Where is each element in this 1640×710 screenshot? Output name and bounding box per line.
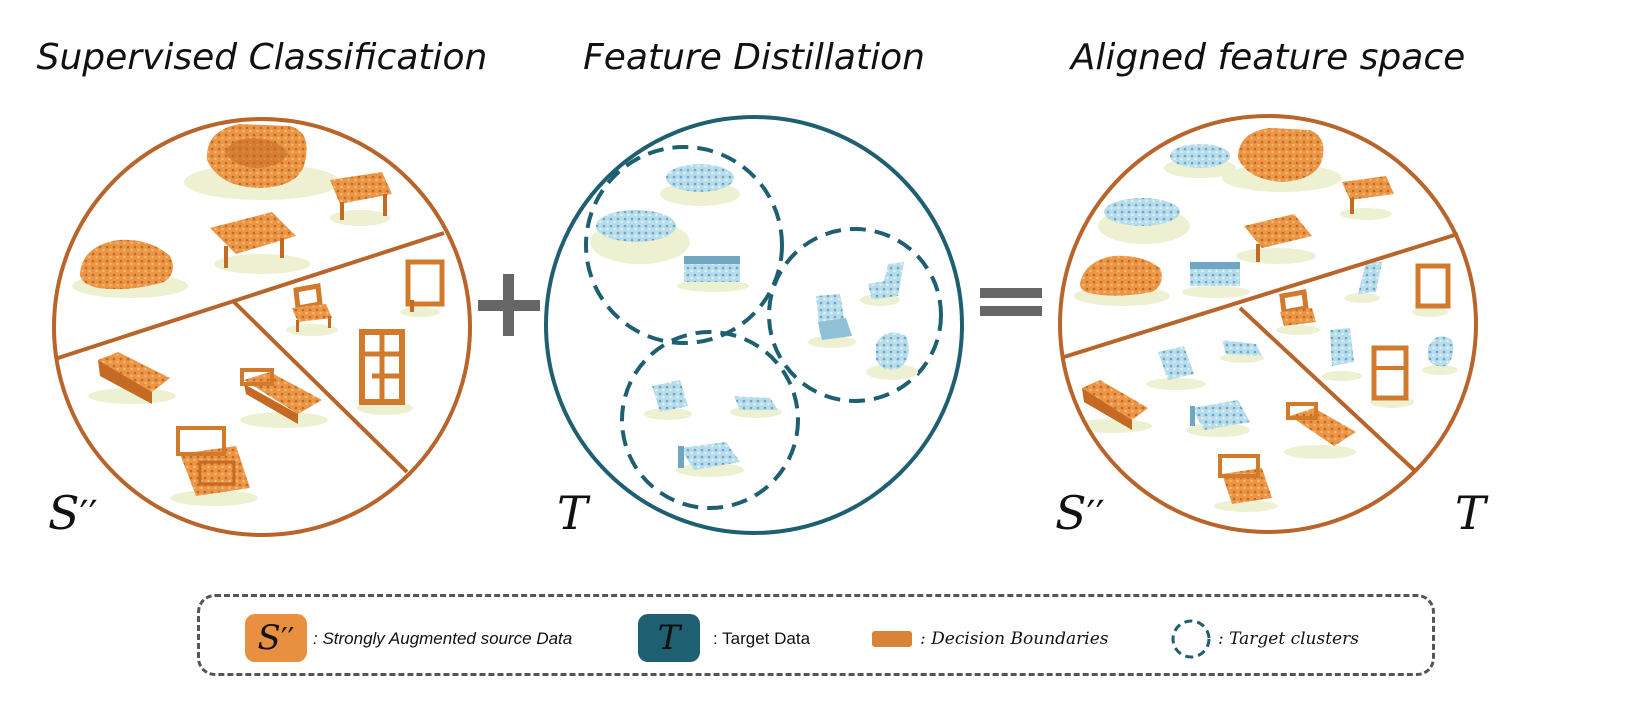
target-cluster: [620, 330, 800, 510]
legend-boundary-swatch: [872, 631, 912, 647]
legend: [197, 594, 1435, 676]
bed-pointcloud-icon: [1182, 262, 1250, 298]
aligned-panel: [1058, 114, 1478, 534]
bed-pointcloud-icon: [1186, 400, 1250, 437]
bed-pointcloud-icon: [1284, 402, 1356, 459]
source-symbol: S′′: [48, 486, 98, 540]
bed-pointcloud-icon: [88, 352, 176, 404]
decision-boundary: [1238, 306, 1416, 472]
target-symbol: T: [557, 486, 588, 540]
sofa-pointcloud-icon: [1222, 128, 1342, 192]
target-panel: [544, 115, 964, 535]
bed-pointcloud-icon: [1220, 340, 1264, 363]
legend-source-swatch: S′′: [245, 614, 307, 662]
title-aligned-feature-space: Aligned feature space: [1070, 37, 1466, 78]
bed-pointcloud-icon: [1214, 454, 1278, 512]
chair-pointcloud-icon: [1322, 328, 1362, 381]
table-pointcloud-icon: [1164, 144, 1236, 178]
decision-boundary: [231, 299, 409, 474]
decision-boundary: [57, 231, 445, 360]
table-pointcloud-icon: [210, 212, 310, 274]
target-cluster: [767, 227, 943, 403]
chair-pointcloud-icon: [1344, 262, 1382, 303]
source-symbol: S′′: [1055, 486, 1105, 540]
source-feature-space-circle: [52, 117, 472, 537]
bed-pointcloud-icon: [1146, 346, 1206, 390]
chair-pointcloud-icon: [286, 283, 338, 336]
chair-pointcloud-icon: [400, 259, 445, 317]
legend-target-swatch: T: [638, 614, 700, 662]
table-pointcloud-icon: [1340, 176, 1394, 220]
chair-pointcloud-icon: [1412, 263, 1451, 317]
target-cluster: [584, 145, 784, 345]
bed-pointcloud-icon: [644, 380, 692, 420]
chair-pointcloud-icon: [357, 329, 413, 415]
source-panel: [52, 117, 472, 537]
table-pointcloud-icon: [660, 164, 740, 206]
legend-cluster-swatch: [1171, 619, 1211, 659]
chair-pointcloud-icon: [808, 294, 856, 348]
bed-pointcloud-icon: [730, 396, 782, 418]
legend-source-label: : Strongly Augmented source Data: [313, 629, 573, 648]
sofa-pointcloud-icon: [72, 239, 188, 298]
sofa-pointcloud-icon: [1074, 255, 1170, 306]
sofa-pointcloud-icon: [184, 124, 340, 200]
target-feature-space-circle: [544, 115, 964, 535]
chair-pointcloud-icon: [1276, 289, 1320, 335]
chair-pointcloud-icon: [1370, 345, 1414, 408]
table-pointcloud-icon: [1236, 214, 1316, 264]
bed-pointcloud-icon: [240, 368, 328, 428]
table-pointcloud-icon: [1098, 198, 1190, 244]
decision-boundary: [1063, 232, 1459, 359]
chair-pointcloud-icon: [860, 262, 904, 306]
title-supervised-classification: Supervised Classification: [36, 37, 488, 78]
aligned-feature-space-circle: [1058, 114, 1478, 534]
chair-pointcloud-icon: [866, 332, 918, 380]
bed-pointcloud-icon: [677, 256, 749, 292]
bed-pointcloud-icon: [170, 426, 258, 506]
equals-operator: [980, 288, 1042, 316]
chair-pointcloud-icon: [1422, 336, 1458, 375]
table-pointcloud-icon: [330, 172, 392, 226]
target-symbol: T: [1455, 486, 1486, 540]
legend-cluster-label: : Target clusters: [1218, 629, 1359, 649]
title-feature-distillation: Feature Distillation: [583, 37, 925, 78]
legend-target-label: : Target Data: [713, 629, 811, 648]
bed-pointcloud-icon: [1072, 380, 1152, 433]
table-pointcloud-icon: [590, 210, 690, 264]
legend-boundary-label: : Decision Boundaries: [920, 629, 1109, 649]
bed-pointcloud-icon: [676, 442, 744, 477]
plus-operator: [478, 274, 540, 336]
